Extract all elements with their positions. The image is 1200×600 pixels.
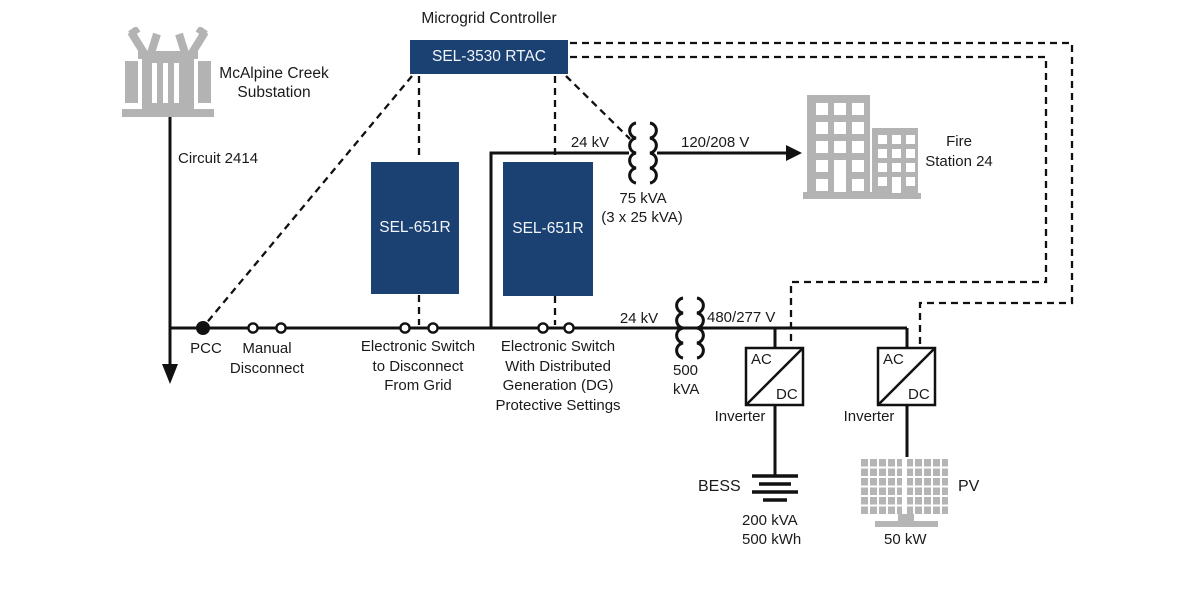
es-dg-line4: Protective Settings: [495, 396, 621, 414]
service-xfmr-primary: 24 kV: [570, 134, 610, 151]
es-dg-label: Electronic Switch With Distributed Gener…: [495, 337, 620, 415]
pcc-label: PCC: [190, 340, 222, 357]
pcc-dot: [196, 321, 210, 335]
es-grid-switch: [399, 322, 439, 334]
der-xfmr-rating-line1: 500: [673, 362, 699, 379]
fire-station-line1: Fire: [946, 133, 972, 150]
fire-station-name: Fire Station 24: [925, 132, 993, 172]
building-icon: [803, 95, 921, 199]
riser-line: [489, 151, 629, 328]
bess-rating2: 500 kWh: [742, 531, 802, 548]
substation-name: McAlpine Creek Substation: [219, 64, 328, 102]
scada-link-pcc: [203, 75, 413, 327]
battery-icon: [752, 474, 798, 502]
pv-rating: 50 kW: [884, 531, 927, 548]
es-grid-line2: to Disconnect: [372, 357, 464, 375]
es-grid-line1: Electronic Switch: [360, 338, 476, 355]
relay-left-box: SEL-651R: [371, 162, 459, 294]
relay-left-label: SEL-651R: [379, 219, 451, 236]
inverter2-dc-label: DC: [908, 386, 930, 403]
der-xfmr-secondary: 480/277 V: [707, 309, 776, 326]
service-transformer-symbol: [628, 121, 658, 185]
scada-link-service-xfmr: [565, 75, 631, 140]
der-xfmr-rating: 500 kVA: [673, 361, 699, 399]
relay-right-box: SEL-651R: [503, 162, 593, 296]
fire-station-line2: Station 24: [925, 153, 993, 170]
pv-label: PV: [958, 478, 980, 495]
feeder-arrowhead: [162, 364, 178, 384]
substation-icon: [122, 27, 214, 117]
service-xfmr-secondary: 120/208 V: [681, 134, 750, 151]
inverter1-label: Inverter: [714, 408, 766, 425]
manual-disconnect-switch: [247, 322, 287, 334]
pv-panel-neck: [898, 514, 914, 521]
pv-panel-divider: [902, 457, 907, 514]
inverter2-label: Inverter: [843, 408, 895, 425]
service-xfmr-rating1: 75 kVA: [619, 190, 667, 207]
manual-disconnect-label: Manual Disconnect: [230, 339, 304, 378]
rtac-device-box: SEL-3530 RTAC: [410, 40, 568, 74]
circuit-label: Circuit 2414: [178, 150, 259, 167]
es-grid-line3: From Grid: [384, 377, 452, 394]
es-dg-line2: With Distributed: [505, 357, 611, 375]
der-xfmr-rating-line2: kVA: [673, 381, 700, 398]
inverter1-dc-label: DC: [776, 386, 798, 403]
der-xfmr-primary: 24 kV: [619, 310, 659, 327]
rtac-device-label: SEL-3530 RTAC: [431, 48, 546, 65]
substation-name-line2: Substation: [237, 84, 311, 101]
relay-right-label: SEL-651R: [512, 220, 584, 237]
service-xfmr-rating2: (3 x 25 kVA): [601, 209, 683, 226]
substation-name-line1: McAlpine Creek: [219, 65, 329, 82]
manual-disconnect-line2: Disconnect: [229, 359, 305, 377]
manual-disconnect-line1: Manual: [242, 340, 292, 357]
bess-label: BESS: [698, 478, 741, 495]
inverter1-symbol: [744, 346, 805, 407]
scada-link-inverter1-loop: [570, 55, 1048, 346]
scada-link-inverter2-loop: [570, 41, 1074, 346]
bess-rating1: 200 kVA: [742, 512, 798, 529]
es-dg-line3: Generation (DG): [502, 377, 614, 394]
es-grid-label: Electronic Switch to Disconnect From Gri…: [361, 337, 475, 396]
pv-panel-icon: [861, 457, 948, 527]
controller-title: Microgrid Controller: [421, 10, 557, 27]
es-dg-switch: [537, 322, 575, 334]
inverter2-ac-label: AC: [883, 351, 904, 368]
es-dg-line1: Electronic Switch: [500, 338, 616, 355]
der-transformer-symbol: [675, 296, 705, 360]
inverter1-ac-label: AC: [751, 351, 772, 368]
pv-panel-base: [875, 521, 938, 527]
service-arrowhead: [786, 145, 802, 161]
inverter2-symbol: [876, 346, 937, 407]
